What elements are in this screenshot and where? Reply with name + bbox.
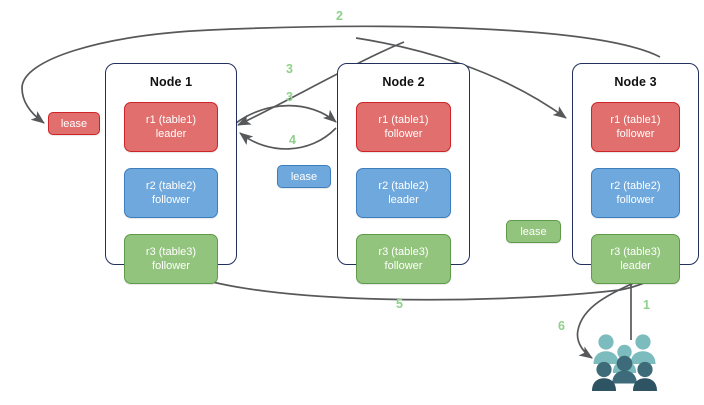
replica-role: leader	[388, 194, 419, 206]
replica-role: follower	[384, 128, 423, 140]
replica-name: r1 (table1)	[378, 114, 429, 126]
replica-role: follower	[616, 128, 655, 140]
replica-node3-r2[interactable]: r2 (table2) follower	[591, 168, 680, 218]
lease-badge-red[interactable]: lease	[48, 112, 100, 135]
arrow-step-3-diagonal	[237, 41, 405, 126]
replica-name: r1 (table1)	[145, 114, 197, 126]
replica-node1-r2[interactable]: r2 (table2) follower	[124, 168, 218, 218]
replica-node3-r3[interactable]: r3 (table3) leader	[591, 234, 680, 284]
replica-role: follower	[384, 260, 423, 272]
replica-name: r3 (table3)	[145, 246, 197, 258]
replica-node2-r2[interactable]: r2 (table2) leader	[356, 168, 451, 218]
replica-name: r2 (table2)	[610, 180, 661, 192]
replica-node1-r1[interactable]: r1 (table1) leader	[124, 102, 218, 152]
node-title-node2: Node 2	[382, 75, 425, 89]
replica-node2-r1[interactable]: r1 (table1) follower	[356, 102, 451, 152]
replica-node3-r1[interactable]: r1 (table1) follower	[591, 102, 680, 152]
replica-role: follower	[152, 260, 190, 272]
lease-badge-blue[interactable]: lease	[277, 165, 331, 188]
replica-name: r3 (table3)	[610, 246, 661, 258]
replica-role: leader	[620, 260, 651, 272]
step-label-5: 5	[396, 297, 403, 311]
replica-name: r1 (table1)	[610, 114, 661, 126]
arrow-step-3-forward	[235, 104, 337, 124]
node-container-node3: Node 3 r1 (table1) follower r2 (table2) …	[572, 63, 699, 284]
step-label-3a: 3	[286, 62, 293, 76]
node-title-node1: Node 1	[149, 75, 193, 89]
arrow-step-2	[21, 25, 661, 124]
replica-name: r2 (table2)	[145, 180, 197, 192]
step-label-3b: 3	[286, 90, 293, 104]
replica-node1-r3[interactable]: r3 (table3) follower	[124, 234, 218, 284]
node-container-node2: Node 2 r1 (table1) follower r2 (table2) …	[337, 63, 470, 284]
step-label-2: 2	[336, 9, 343, 23]
replica-node2-r3[interactable]: r3 (table3) follower	[356, 234, 451, 284]
arrow-step-4	[239, 127, 337, 150]
replica-name: r3 (table3)	[378, 246, 429, 258]
step-label-1: 1	[643, 298, 650, 312]
node-container-node1: Node 1 r1 (table1) leader r2 (table2) fo…	[105, 63, 237, 284]
replica-role: follower	[152, 194, 190, 206]
step-label-4: 4	[289, 133, 296, 147]
users-icon	[592, 334, 657, 391]
replica-name: r2 (table2)	[378, 180, 429, 192]
step-label-6: 6	[558, 319, 565, 333]
replica-role: follower	[616, 194, 655, 206]
lease-badge-green[interactable]: lease	[506, 220, 561, 243]
replica-role: leader	[155, 128, 187, 140]
node-title-node3: Node 3	[614, 75, 657, 89]
